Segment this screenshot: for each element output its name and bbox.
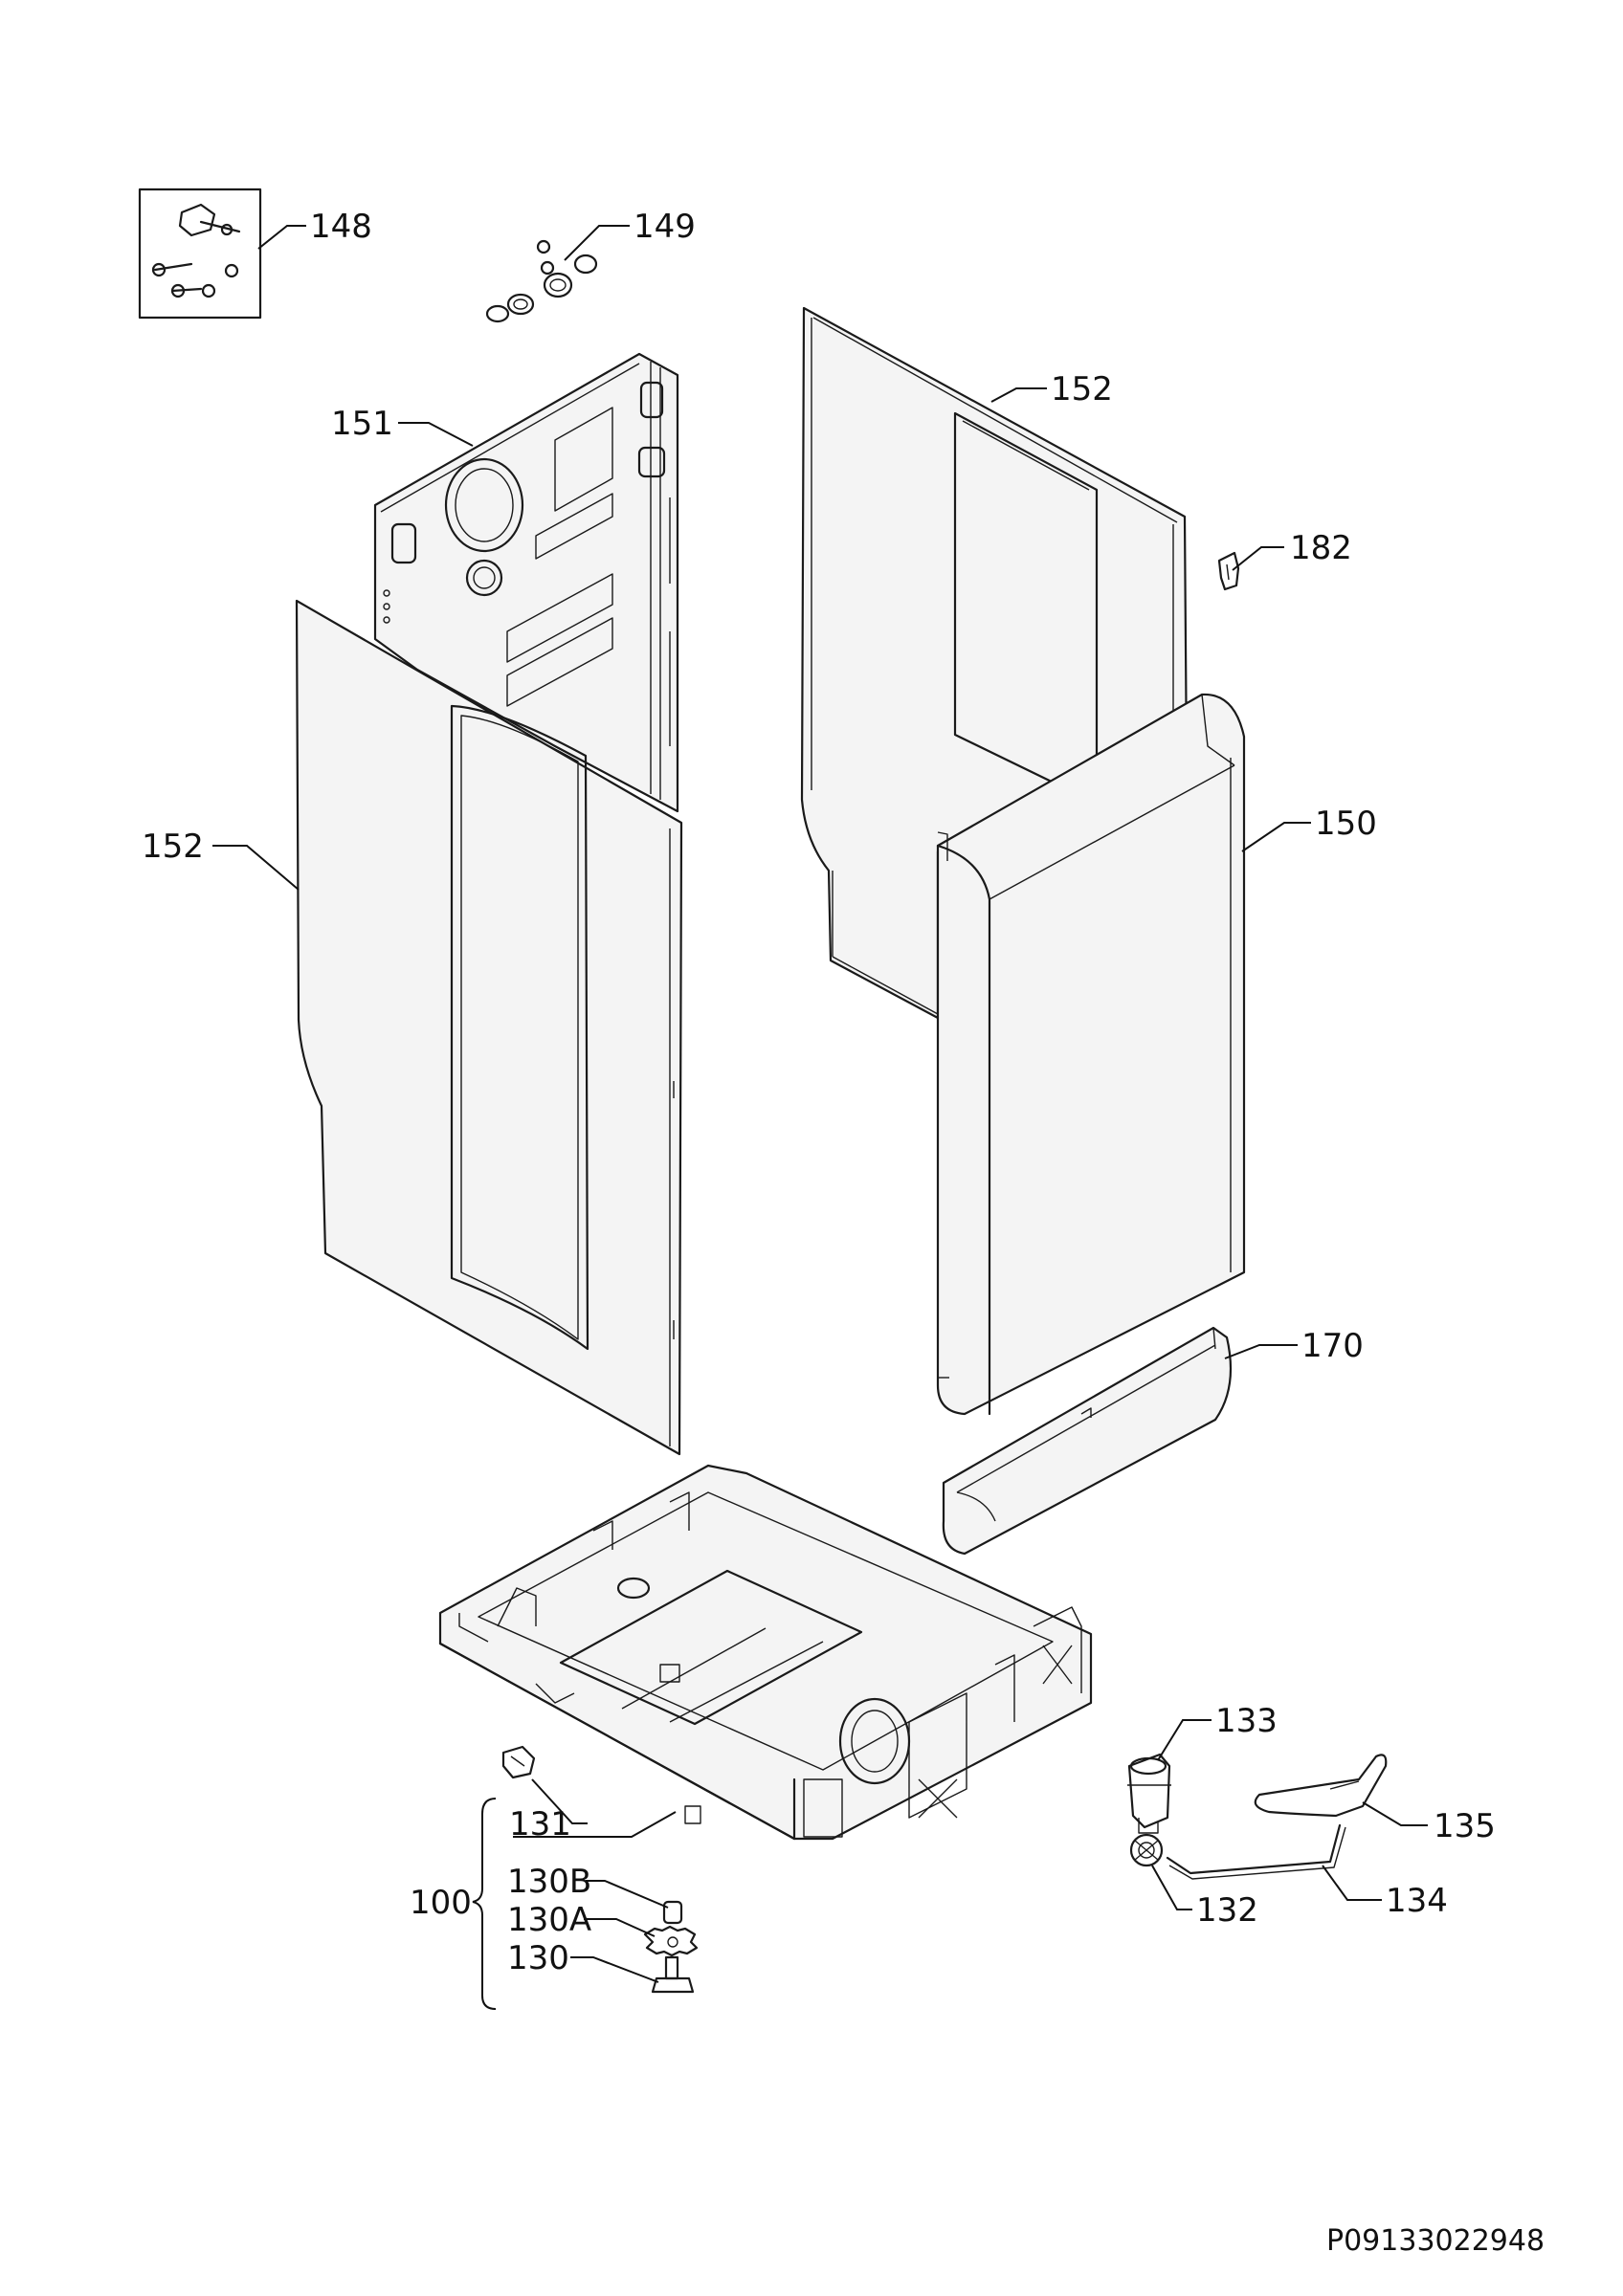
leader-151 (398, 422, 474, 447)
part-135-cover (1254, 1754, 1388, 1818)
leader-130A (584, 1918, 656, 1937)
label-150: 150 (1315, 805, 1377, 843)
part-148-fastener-kit (138, 188, 262, 320)
label-131: 131 (509, 1805, 571, 1843)
leader-134 (1322, 1865, 1382, 1901)
label-149: 149 (634, 208, 696, 246)
part-182-clip (1217, 551, 1240, 591)
part-133-valve (1127, 1753, 1171, 1834)
label-170: 170 (1301, 1327, 1364, 1365)
label-148: 148 (310, 208, 372, 246)
leader-152-top (990, 387, 1047, 403)
leader-135 (1362, 1801, 1428, 1826)
part-152-side-panel-left (295, 599, 683, 1456)
part-150-front-panel (936, 693, 1246, 1416)
drawing-code: P09133022948 (1326, 2224, 1545, 2258)
label-135: 135 (1434, 1807, 1496, 1845)
label-133: 133 (1215, 1702, 1278, 1740)
part-131-fitting (501, 1745, 536, 1779)
leader-132 (1151, 1865, 1192, 1910)
part-132-wheel (1129, 1833, 1164, 1867)
part-151-rear-frame (373, 352, 679, 813)
label-132: 132 (1196, 1891, 1258, 1930)
label-130: 130 (507, 1939, 569, 1977)
leader-100-frame (513, 1811, 677, 1838)
label-151: 151 (331, 405, 393, 443)
label-152-left: 152 (142, 828, 204, 866)
group-brace-100 (472, 1798, 497, 2010)
leader-150 (1241, 822, 1311, 852)
label-152-top: 152 (1051, 370, 1113, 408)
leader-149 (564, 225, 630, 261)
leader-131 (531, 1778, 588, 1824)
leader-170 (1224, 1344, 1298, 1359)
part-130-foot-assembly (643, 1900, 699, 1994)
label-100: 100 (410, 1884, 472, 1922)
part-170-plinth (942, 1326, 1233, 1556)
label-130B: 130B (507, 1863, 591, 1901)
leader-152-left (212, 845, 300, 891)
label-182: 182 (1290, 529, 1352, 567)
leader-130 (570, 1956, 659, 1983)
label-130A: 130A (507, 1901, 591, 1939)
leader-130B (586, 1880, 669, 1909)
part-100-base-frame (438, 1464, 1093, 1841)
leader-182 (1232, 546, 1284, 571)
leader-133 (1157, 1719, 1212, 1761)
part-149-seal-set (485, 239, 598, 323)
part-134-rod (1166, 1823, 1346, 1880)
leader-148 (257, 225, 306, 250)
label-134: 134 (1386, 1882, 1448, 1920)
